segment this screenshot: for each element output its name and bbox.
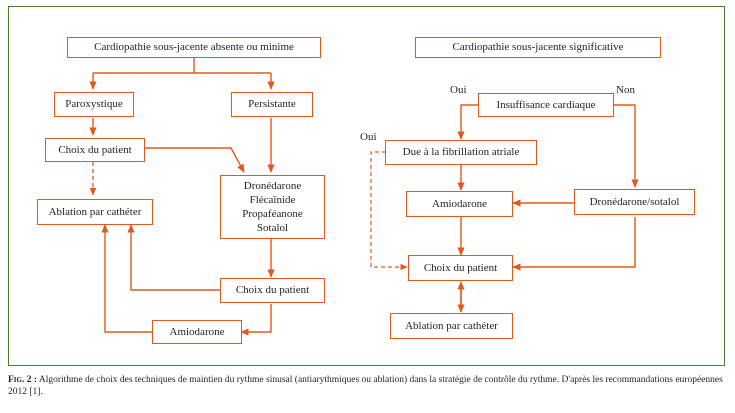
node-amiodarone-right: Amiodarone xyxy=(406,191,513,217)
node-right-title: Cardiopathie sous-jacente significative xyxy=(415,37,661,58)
node-persistante: Persistante xyxy=(231,92,313,117)
flow-connectors xyxy=(89,57,639,336)
node-choix-du-patient-2: Choix du patient xyxy=(220,278,325,303)
figure-frame: Cardiopathie sous-jacente absente ou min… xyxy=(8,6,725,366)
node-ablation-par-catheter-right: Ablation par cathéter xyxy=(390,313,513,339)
node-choix-du-patient-right: Choix du patient xyxy=(408,255,513,281)
label-oui-insuffisance: Oui xyxy=(450,84,467,96)
node-left-title: Cardiopathie sous-jacente absente ou min… xyxy=(67,37,321,58)
node-dronedarone-sotalol: Dronédarone/sotalol xyxy=(574,189,695,215)
label-non-insuffisance: Non xyxy=(616,84,635,96)
node-antiarythmiques-left: Dronédarone Flécaïnide Propaféanone Sota… xyxy=(220,175,325,239)
node-choix-du-patient-1: Choix du patient xyxy=(45,138,145,162)
node-amiodarone-left: Amiodarone xyxy=(152,320,242,344)
caption-text: Algorithme de choix des techniques de ma… xyxy=(8,375,723,397)
node-ablation-par-catheter-left: Ablation par cathéter xyxy=(37,199,153,225)
node-paroxystique: Paroxystique xyxy=(54,92,134,117)
caption-figure-label: Fig. 2 : xyxy=(8,375,38,385)
label-oui-fibrillation: Oui xyxy=(360,131,377,143)
node-due-fibrillation-atriale: Due à la fibrillation atriale xyxy=(385,140,537,165)
figure-caption: Fig. 2 : Algorithme de choix des techniq… xyxy=(8,374,727,398)
node-insuffisance-cardiaque: Insuffisance cardiaque xyxy=(478,93,614,117)
